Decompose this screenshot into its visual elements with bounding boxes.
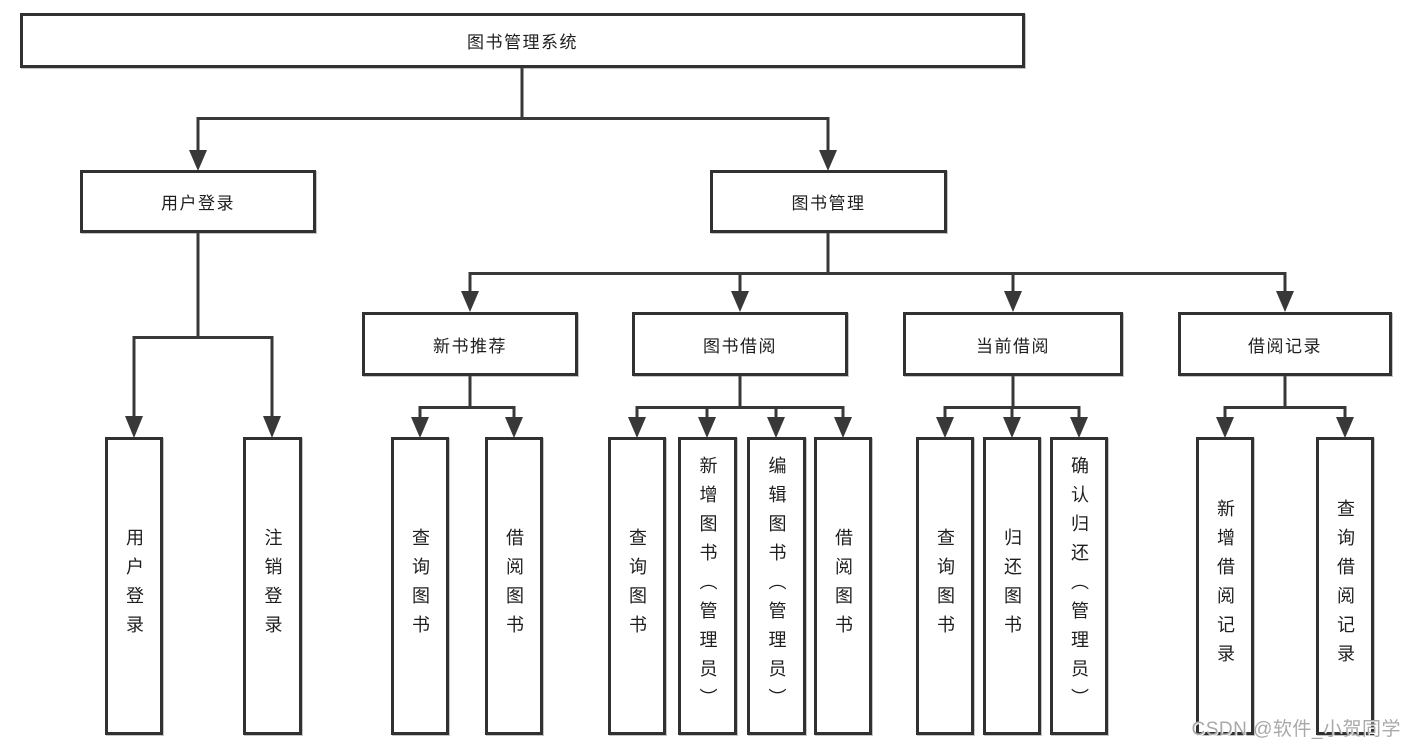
leaf-query-borrow-record-label: 查询借阅记录 xyxy=(1335,499,1355,673)
leaf-borrow-books-newbooks: 借阅图书 xyxy=(485,437,543,735)
leaf-add-borrow-record: 新增借阅记录 xyxy=(1196,437,1254,735)
leaf-edit-book-admin-label: 编辑图书（管理员） xyxy=(766,455,787,717)
leaf-query-borrow-record: 查询借阅记录 xyxy=(1316,437,1374,735)
node-user-login-label: 用户登录 xyxy=(161,194,235,213)
leaf-add-book-admin-label: 新增图书（管理员） xyxy=(697,455,718,717)
leaf-return-books-label: 归还图书 xyxy=(1002,528,1022,644)
leaf-query-books-current: 查询图书 xyxy=(916,437,974,735)
leaf-borrow-books-borrow: 借阅图书 xyxy=(814,437,872,735)
leaf-confirm-return-admin: 确认归还（管理员） xyxy=(1050,437,1108,735)
node-user-login: 用户登录 xyxy=(80,170,316,233)
leaf-query-books-current-label: 查询图书 xyxy=(935,528,955,644)
leaf-return-books: 归还图书 xyxy=(983,437,1041,735)
node-current-borrowing-label: 当前借阅 xyxy=(976,336,1050,356)
node-library-system: 图书管理系统 xyxy=(20,13,1025,68)
node-new-book-recommendation-label: 新书推荐 xyxy=(433,336,507,356)
node-book-borrowing-label: 图书借阅 xyxy=(703,336,777,356)
node-borrowing-records-label: 借阅记录 xyxy=(1248,336,1322,356)
leaf-user-login: 用户登录 xyxy=(105,437,163,735)
arrowheads xyxy=(125,150,1354,438)
leaf-query-books-borrow-label: 查询图书 xyxy=(627,528,647,644)
node-book-management: 图书管理 xyxy=(710,170,947,233)
node-book-borrowing: 图书借阅 xyxy=(632,312,848,376)
leaf-borrow-books-newbooks-label: 借阅图书 xyxy=(504,528,524,644)
leaf-query-books-newbooks: 查询图书 xyxy=(391,437,449,735)
leaf-user-login-label: 用户登录 xyxy=(124,528,144,644)
node-new-book-recommendation: 新书推荐 xyxy=(362,312,578,376)
leaf-confirm-return-admin-label: 确认归还（管理员） xyxy=(1069,455,1089,717)
leaf-query-books-newbooks-label: 查询图书 xyxy=(410,528,430,644)
node-book-management-label: 图书管理 xyxy=(791,194,866,213)
csdn-watermark: CSDN @软件_小贺同学 xyxy=(1191,719,1401,740)
leaf-logout-label: 注销登录 xyxy=(262,528,283,644)
node-library-system-label: 图书管理系统 xyxy=(467,33,578,52)
leaf-logout: 注销登录 xyxy=(243,437,302,735)
leaf-add-borrow-record-label: 新增借阅记录 xyxy=(1215,499,1235,673)
node-current-borrowing: 当前借阅 xyxy=(903,312,1123,376)
leaf-borrow-books-borrow-label: 借阅图书 xyxy=(833,528,853,644)
leaf-edit-book-admin: 编辑图书（管理员） xyxy=(747,437,806,735)
leaf-add-book-admin: 新增图书（管理员） xyxy=(678,437,737,735)
leaf-query-books-borrow: 查询图书 xyxy=(608,437,666,735)
node-borrowing-records: 借阅记录 xyxy=(1178,312,1392,376)
